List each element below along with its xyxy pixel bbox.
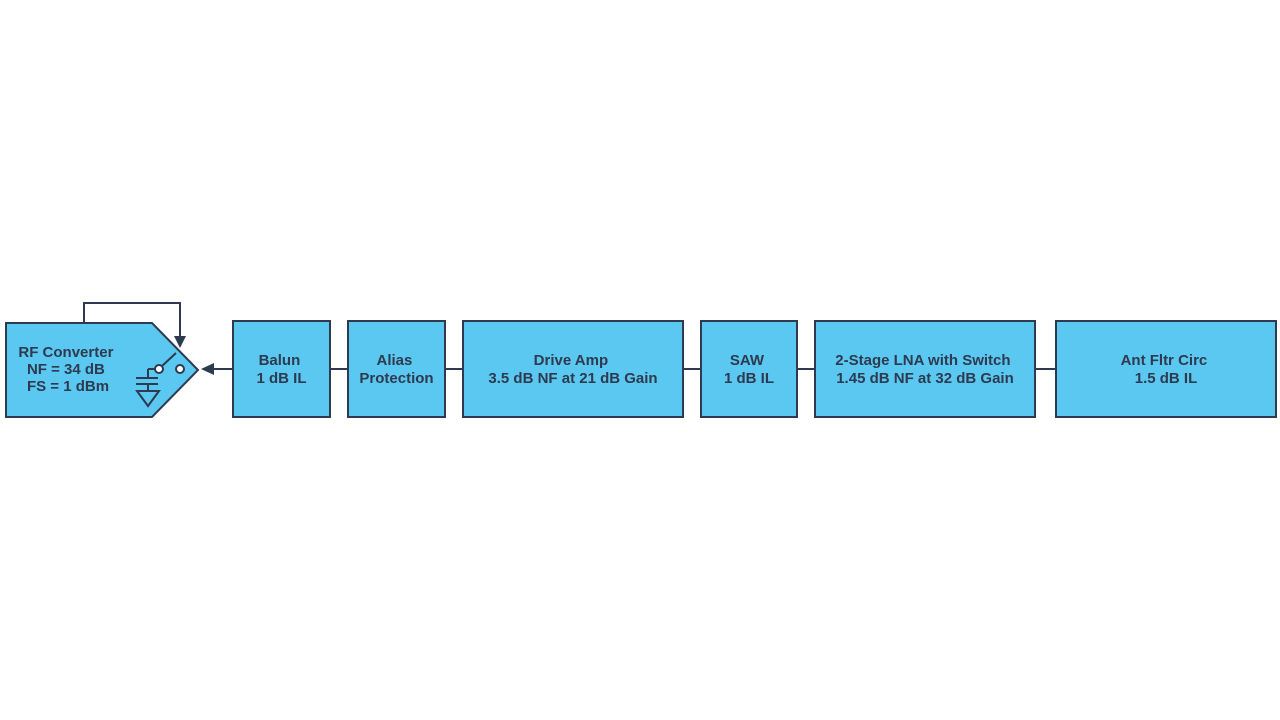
balun-spec: 1 dB IL <box>256 370 306 387</box>
balun-shape <box>232 320 331 418</box>
block-alias-protection: Alias Protection <box>347 320 446 418</box>
alias-protection-line2: Protection <box>359 370 433 387</box>
rf-converter-title: RF Converter <box>18 344 113 361</box>
saw-spec: 1 dB IL <box>724 370 774 387</box>
switch-icon <box>148 352 185 374</box>
block-ant-fltr-circ: Ant Fltr Circ 1.5 dB IL <box>1055 320 1277 418</box>
drive-amp-label: Drive Amp 3.5 dB NF at 21 dB Gain <box>488 352 657 387</box>
block-balun: Balun 1 dB IL <box>232 320 331 418</box>
feedback-loop <box>83 302 181 342</box>
block-drive-amp: Drive Amp 3.5 dB NF at 21 dB Gain <box>462 320 684 418</box>
ant-fltr-circ-shape <box>1055 320 1277 418</box>
rf-converter-fs: FS = 1 dBm <box>27 378 109 395</box>
ant-fltr-circ-spec: 1.5 dB IL <box>1135 370 1198 387</box>
feedback-arrow-icon <box>174 336 186 348</box>
rf-converter-shape <box>5 322 200 418</box>
drive-amp-shape <box>462 320 684 418</box>
saw-title: SAW <box>730 352 765 369</box>
ground-icon <box>135 390 161 408</box>
arrow-left-icon <box>201 363 214 375</box>
ant-fltr-circ-label: Ant Fltr Circ 1.5 dB IL <box>1121 352 1212 387</box>
alias-protection-shape <box>347 320 446 418</box>
lna-spec: 1.45 dB NF at 32 dB Gain <box>836 370 1014 387</box>
lna-label: 2-Stage LNA with Switch 1.45 dB NF at 32… <box>835 352 1014 387</box>
ant-fltr-circ-title: Ant Fltr Circ <box>1121 352 1208 369</box>
block-saw: SAW 1 dB IL <box>700 320 798 418</box>
drive-amp-title: Drive Amp <box>534 352 608 369</box>
block-lna: 2-Stage LNA with Switch 1.45 dB NF at 32… <box>814 320 1036 418</box>
rf-converter-nf: NF = 34 dB <box>27 361 105 378</box>
connectors <box>201 363 1056 375</box>
balun-label: Balun 1 dB IL <box>256 352 306 387</box>
capacitor-icon <box>136 369 158 391</box>
lna-title: 2-Stage LNA with Switch <box>835 352 1010 369</box>
alias-protection-line1: Alias <box>376 352 412 369</box>
saw-shape <box>700 320 798 418</box>
lna-shape <box>814 320 1036 418</box>
balun-title: Balun <box>259 352 301 369</box>
saw-label: SAW 1 dB IL <box>724 352 774 387</box>
block-rf-converter: RF Converter NF = 34 dB FS = 1 dBm <box>5 302 200 418</box>
rf-converter-label: RF Converter NF = 34 dB FS = 1 dBm <box>18 344 117 395</box>
drive-amp-spec: 3.5 dB NF at 21 dB Gain <box>488 370 657 387</box>
alias-protection-label: Alias Protection <box>359 352 433 387</box>
